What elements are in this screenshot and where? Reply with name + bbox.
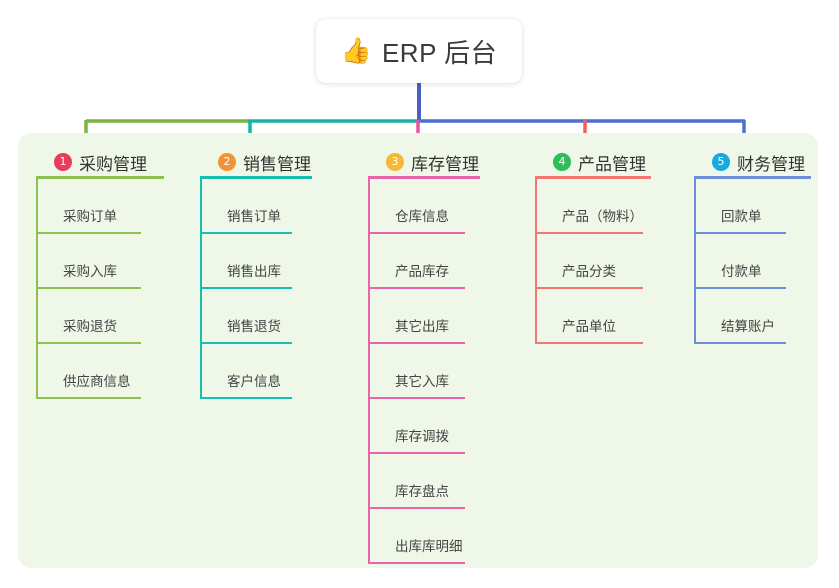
mindmap-panel: 1 采购管理采购订单采购入库采购退货供应商信息 2 销售管理销售订单销售出库销售退货客… bbox=[18, 133, 818, 568]
leaf-node[interactable]: 供应商信息 bbox=[36, 344, 171, 399]
column-items-4: 产品（物料） 产品分类产品单位 bbox=[535, 179, 673, 344]
leaf-node-rule bbox=[200, 397, 292, 399]
leaf-node-rule bbox=[36, 342, 141, 344]
column-badge-3: 3 bbox=[386, 153, 404, 171]
leaf-node-rule bbox=[36, 397, 141, 399]
leaf-node-label: 采购入库 bbox=[63, 264, 117, 279]
leaf-node-rule bbox=[368, 397, 465, 399]
leaf-node-rule bbox=[36, 232, 141, 234]
leaf-node-label: 结算账户 bbox=[721, 319, 775, 334]
column-items-3: 仓库信息产品库存其它出库其它入库库存调拨库存盘点出库库明细 bbox=[368, 179, 495, 564]
leaf-node-rule bbox=[535, 232, 643, 234]
leaf-node-label: 销售订单 bbox=[227, 209, 281, 224]
leaf-node[interactable]: 产品分类 bbox=[535, 234, 673, 289]
column-badge-5: 5 bbox=[712, 153, 730, 171]
leaf-node-label: 产品库存 bbox=[395, 264, 449, 279]
leaf-node-rule bbox=[368, 287, 465, 289]
leaf-node-rule bbox=[368, 507, 465, 509]
leaf-node-label: 付款单 bbox=[721, 264, 762, 279]
leaf-node-label: 库存调拨 bbox=[395, 429, 449, 444]
leaf-node[interactable]: 销售退货 bbox=[200, 289, 322, 344]
leaf-node[interactable]: 付款单 bbox=[694, 234, 816, 289]
leaf-node-label: 产品分类 bbox=[562, 264, 616, 279]
leaf-node-rule bbox=[200, 287, 292, 289]
column-spine-5 bbox=[694, 179, 696, 344]
leaf-node[interactable]: 客户信息 bbox=[200, 344, 322, 399]
column-header-rule-5 bbox=[694, 176, 811, 179]
column-badge-1: 1 bbox=[54, 153, 72, 171]
leaf-node[interactable]: 销售订单 bbox=[200, 179, 322, 234]
leaf-node-label: 客户信息 bbox=[227, 374, 281, 389]
leaf-node-label: 供应商信息 bbox=[63, 374, 131, 389]
column-items-5: 回款单付款单结算账户 bbox=[694, 179, 816, 344]
leaf-node[interactable]: 结算账户 bbox=[694, 289, 816, 344]
leaf-node-label: 出库库明细 bbox=[395, 539, 463, 554]
root-node[interactable]: 👍 ERP 后台 bbox=[316, 19, 522, 83]
column-items-2: 销售订单销售出库销售退货客户信息 bbox=[200, 179, 322, 399]
leaf-node-rule bbox=[694, 342, 786, 344]
leaf-node-rule bbox=[200, 232, 292, 234]
leaf-node-label: 采购订单 bbox=[63, 209, 117, 224]
column-badge-2: 2 bbox=[218, 153, 236, 171]
leaf-node-rule bbox=[535, 287, 643, 289]
leaf-node[interactable]: 采购入库 bbox=[36, 234, 171, 289]
leaf-node[interactable]: 出库库明细 bbox=[368, 509, 495, 564]
leaf-node-label: 其它出库 bbox=[395, 319, 449, 334]
leaf-node-rule bbox=[368, 452, 465, 454]
leaf-node-label: 产品单位 bbox=[562, 319, 616, 334]
leaf-node-rule bbox=[694, 287, 786, 289]
column-header-5[interactable]: 5 财务管理 bbox=[694, 145, 811, 179]
leaf-node-rule bbox=[368, 342, 465, 344]
root-node-title: ERP 后台 bbox=[381, 37, 498, 68]
leaf-node[interactable]: 销售出库 bbox=[200, 234, 322, 289]
column-spine-3 bbox=[368, 179, 370, 564]
leaf-node[interactable]: 库存调拨 bbox=[368, 399, 495, 454]
leaf-node[interactable]: 产品（物料） bbox=[535, 179, 673, 234]
leaf-node-rule bbox=[535, 342, 643, 344]
leaf-node-label: 回款单 bbox=[721, 209, 762, 224]
leaf-node[interactable]: 其它入库 bbox=[368, 344, 495, 399]
leaf-node[interactable]: 回款单 bbox=[694, 179, 816, 234]
column-header-rule-1 bbox=[36, 176, 164, 179]
leaf-node[interactable]: 采购订单 bbox=[36, 179, 171, 234]
column-header-rule-3 bbox=[368, 176, 480, 179]
leaf-node-label: 产品（物料） bbox=[562, 209, 643, 224]
leaf-node-label: 库存盘点 bbox=[395, 484, 449, 499]
leaf-node[interactable]: 仓库信息 bbox=[368, 179, 495, 234]
leaf-node[interactable]: 采购退货 bbox=[36, 289, 171, 344]
leaf-node-rule bbox=[36, 287, 141, 289]
leaf-node-rule bbox=[694, 232, 786, 234]
column-badge-4: 4 bbox=[553, 153, 571, 171]
leaf-node[interactable]: 产品库存 bbox=[368, 234, 495, 289]
column-header-3[interactable]: 3 库存管理 bbox=[368, 145, 480, 179]
leaf-node-label: 仓库信息 bbox=[395, 209, 449, 224]
column-title-4: 产品管理 bbox=[578, 154, 646, 174]
column-header-rule-2 bbox=[200, 176, 312, 179]
column-title-3: 库存管理 bbox=[411, 154, 479, 174]
leaf-node-label: 其它入库 bbox=[395, 374, 449, 389]
column-header-4[interactable]: 4 产品管理 bbox=[535, 145, 651, 179]
column-header-2[interactable]: 2 销售管理 bbox=[200, 145, 312, 179]
leaf-node-rule bbox=[200, 342, 292, 344]
leaf-node-rule bbox=[368, 232, 465, 234]
leaf-node-rule bbox=[368, 562, 465, 564]
leaf-node-label: 采购退货 bbox=[63, 319, 117, 334]
leaf-node[interactable]: 库存盘点 bbox=[368, 454, 495, 509]
column-title-1: 采购管理 bbox=[79, 154, 147, 174]
leaf-node[interactable]: 产品单位 bbox=[535, 289, 673, 344]
column-title-2: 销售管理 bbox=[243, 154, 311, 174]
column-spine-2 bbox=[200, 179, 202, 399]
column-spine-1 bbox=[36, 179, 38, 399]
column-title-5: 财务管理 bbox=[737, 154, 805, 174]
column-spine-4 bbox=[535, 179, 537, 344]
column-header-1[interactable]: 1 采购管理 bbox=[36, 145, 164, 179]
column-header-rule-4 bbox=[535, 176, 651, 179]
leaf-node[interactable]: 其它出库 bbox=[368, 289, 495, 344]
leaf-node-label: 销售退货 bbox=[227, 319, 281, 334]
leaf-node-label: 销售出库 bbox=[227, 264, 281, 279]
thumbs-up-icon: 👍 bbox=[340, 36, 372, 65]
column-items-1: 采购订单采购入库采购退货供应商信息 bbox=[36, 179, 171, 399]
